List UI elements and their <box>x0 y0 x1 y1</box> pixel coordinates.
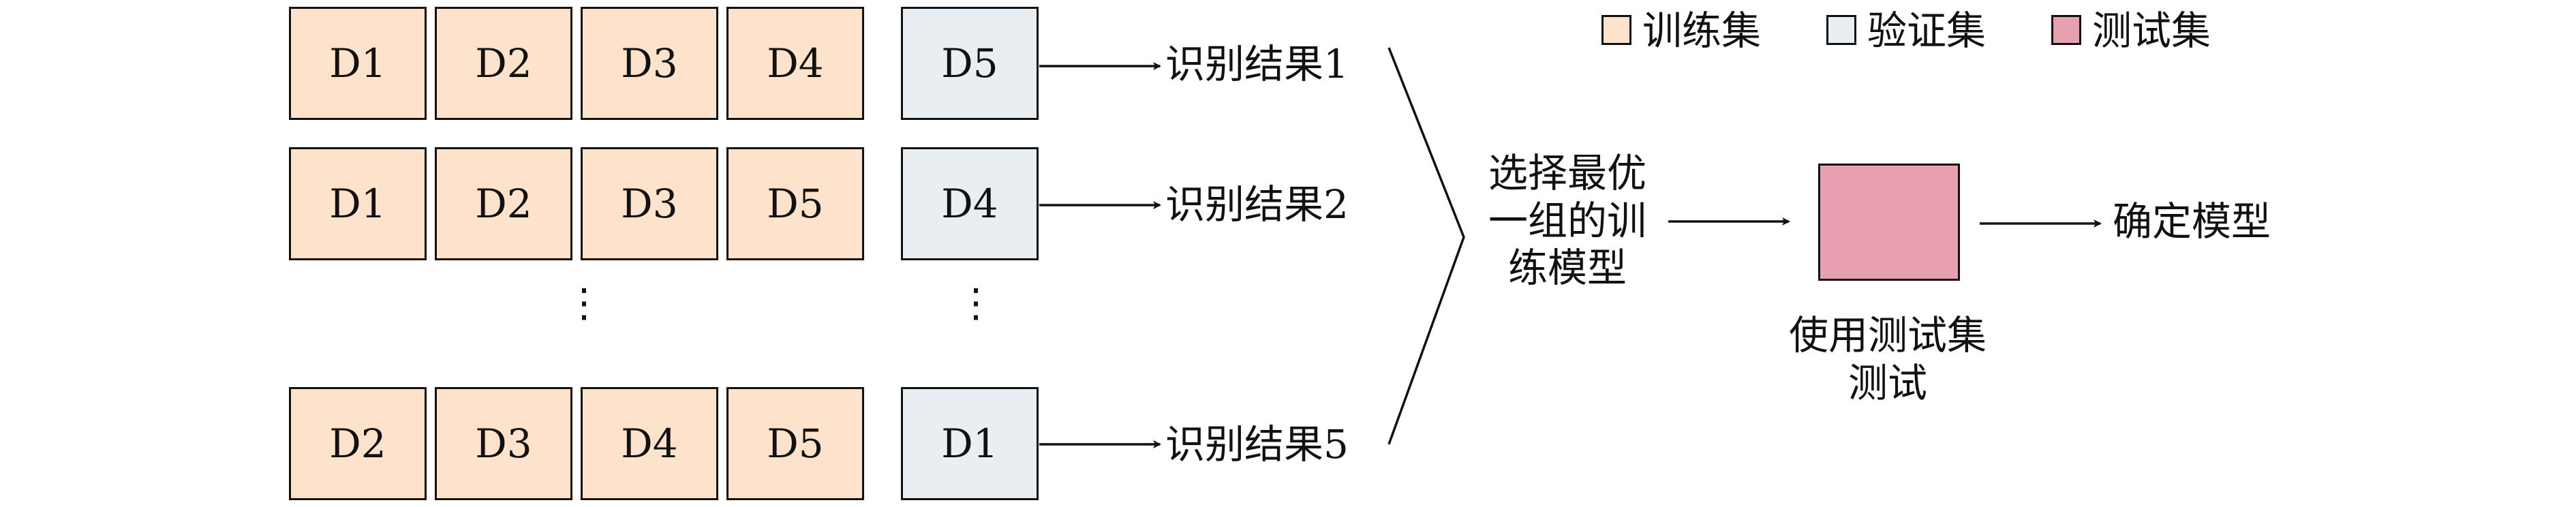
test-set-box <box>1818 164 1960 281</box>
legend-train-swatch <box>1601 15 1631 45</box>
merge-bracket <box>1387 47 1465 445</box>
legend-test-swatch <box>2051 15 2081 45</box>
fold5-train-box-2: D3 <box>435 387 572 500</box>
fold2-train-box-4: D5 <box>726 147 864 260</box>
fold1-val-box: D5 <box>901 7 1039 120</box>
test-caption-line-1: 使用测试集 <box>1788 312 1987 358</box>
fold1-result-label: 识别结果1 <box>1165 41 1349 87</box>
select-best-label: 选择最优 一组的训 练模型 <box>1482 150 1653 292</box>
fold2-train-box-2: D2 <box>435 147 572 260</box>
fold5-val-box: D1 <box>901 387 1039 500</box>
fold1-train-box-3: D3 <box>581 7 718 120</box>
fold2-train-box-3: D3 <box>581 147 718 260</box>
fold1-train-box-2: D2 <box>435 7 572 120</box>
fold2-result-label: 识别结果2 <box>1165 181 1349 228</box>
fold5-train-box-1: D2 <box>289 387 427 500</box>
legend-test-label: 测试集 <box>2092 7 2211 54</box>
fold1-train-box-4: D4 <box>726 7 864 120</box>
fold2-train-box-1: D1 <box>289 147 427 260</box>
fold5-result-label: 识别结果5 <box>1165 421 1349 467</box>
test-set-caption: 使用测试集 测试 <box>1758 312 2017 407</box>
legend-val-label: 验证集 <box>1867 7 1987 54</box>
final-model-label: 确定模型 <box>2113 198 2271 245</box>
fold5-train-box-4: D5 <box>726 387 864 500</box>
legend-val-swatch <box>1826 15 1856 45</box>
select-best-line-2: 一组的训 <box>1488 197 1646 244</box>
legend-train-label: 训练集 <box>1642 7 1762 54</box>
select-best-line-1: 选择最优 <box>1488 150 1646 196</box>
fold5-train-box-3: D4 <box>581 387 718 500</box>
fold1-train-box-1: D1 <box>289 7 427 120</box>
select-best-line-3: 练模型 <box>1507 245 1627 292</box>
test-caption-line-2: 测试 <box>1847 359 1927 406</box>
fold2-val-box: D4 <box>901 147 1039 260</box>
